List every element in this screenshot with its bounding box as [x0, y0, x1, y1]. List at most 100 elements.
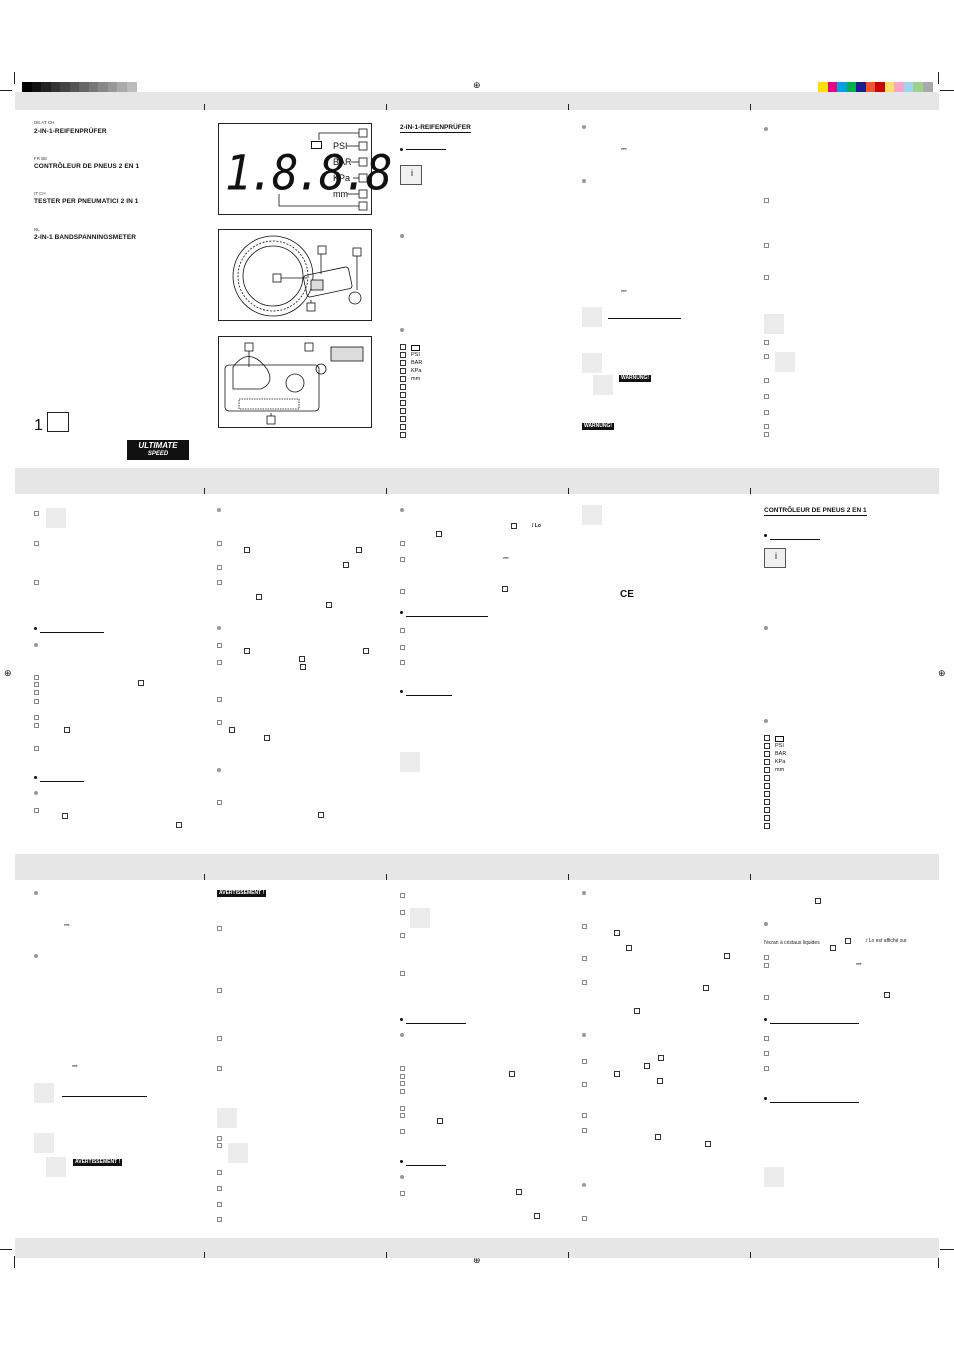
crop-mark — [0, 1249, 12, 1250]
list-marker — [764, 243, 769, 248]
reference-number-box — [511, 523, 517, 529]
list-marker — [400, 1066, 405, 1071]
list-marker — [400, 933, 405, 938]
list-marker — [582, 1216, 587, 1221]
list-marker — [217, 697, 222, 702]
figure-number: 1 — [34, 417, 43, 434]
reference-number-box — [502, 586, 508, 592]
section-bullet — [764, 1097, 767, 1100]
list-marker — [217, 1036, 222, 1041]
color-swatch — [827, 82, 838, 92]
list-marker — [400, 645, 405, 650]
legend-ref-box — [764, 807, 770, 813]
dc-symbol: ⎓ — [621, 288, 627, 295]
section-underline — [40, 632, 104, 633]
list-marker — [217, 1170, 222, 1175]
list-marker — [34, 580, 39, 585]
fold-tick — [750, 1252, 751, 1258]
crop-mark — [940, 90, 954, 91]
legend-ref-box — [764, 799, 770, 805]
fold-tick — [386, 1252, 387, 1258]
lcd-unit-kpa: KPa — [333, 173, 351, 183]
gray-swatch — [60, 82, 70, 92]
section-bullet — [400, 148, 403, 151]
section-bullet — [400, 1018, 403, 1021]
no-children-icon — [593, 375, 613, 395]
legend-ref-box — [400, 344, 406, 350]
info-glyph: i — [411, 168, 413, 178]
language-flags-de: DE AT CH — [34, 120, 55, 125]
list-marker — [217, 1136, 222, 1141]
list-marker — [217, 1143, 222, 1148]
device-illustration-figure — [218, 229, 372, 321]
list-marker — [217, 988, 222, 993]
battery-hazard-icon — [410, 908, 430, 928]
list-marker — [582, 1082, 587, 1087]
color-swatch — [856, 82, 866, 92]
section-underline — [40, 781, 84, 782]
section-underline — [770, 539, 820, 540]
battery-icon — [775, 736, 784, 742]
warning-badge-de: WARNUNG! — [619, 375, 652, 382]
list-marker — [400, 660, 405, 665]
legend-ref-box — [400, 352, 406, 358]
list-marker — [217, 720, 222, 725]
figure-number-box — [47, 412, 69, 432]
list-bullet — [400, 508, 404, 512]
language-flags-nl: NL — [34, 227, 40, 232]
legend-ref-box — [400, 368, 406, 374]
section-underline — [406, 1023, 466, 1024]
list-marker — [400, 1081, 405, 1086]
reference-number-box — [176, 822, 182, 828]
section-bullet — [400, 690, 403, 693]
list-marker — [34, 690, 39, 695]
fold-tick — [568, 488, 569, 494]
list-marker — [764, 378, 769, 383]
list-marker — [764, 410, 769, 415]
section-underline — [62, 1096, 147, 1097]
list-marker — [764, 1066, 769, 1071]
reference-number-box — [845, 938, 851, 944]
fold-band — [15, 468, 939, 494]
section-underline — [770, 1023, 859, 1024]
fold-tick — [750, 488, 751, 494]
list-marker — [582, 1128, 587, 1133]
lcd-screen-text-fr: l'écran à cristaux liquides — [764, 940, 820, 946]
reference-number-box — [644, 1063, 650, 1069]
section-bullet — [764, 534, 767, 537]
list-marker — [34, 699, 39, 704]
battery-icon — [411, 345, 420, 351]
info-manual-icon: i — [400, 165, 422, 185]
dc-symbol: ⎓ — [72, 1063, 78, 1070]
gray-swatch — [41, 82, 51, 92]
legend-ref-box — [764, 751, 770, 757]
color-swatch — [884, 82, 895, 92]
list-marker — [217, 565, 222, 570]
legend-kpa: KPa — [411, 368, 422, 374]
reference-number-box — [326, 602, 332, 608]
section-underline — [406, 1165, 446, 1166]
battery-hazard-icon — [46, 508, 66, 528]
list-marker — [764, 955, 769, 960]
list-marker — [217, 660, 222, 665]
section-underline — [406, 149, 446, 150]
reference-number-box — [229, 727, 235, 733]
reference-number-box — [62, 813, 68, 819]
list-bullet — [582, 891, 586, 895]
legend-ref-box — [400, 360, 406, 366]
footer-band — [15, 1238, 939, 1258]
gray-swatch — [22, 82, 32, 92]
color-swatch — [865, 82, 876, 92]
list-marker — [764, 198, 769, 203]
fold-tick — [204, 1252, 205, 1258]
list-marker — [217, 580, 222, 585]
crop-mark — [938, 72, 939, 84]
list-marker — [400, 971, 405, 976]
fold-tick — [568, 1252, 569, 1258]
list-marker — [400, 557, 405, 562]
reference-number-box — [655, 1134, 661, 1140]
list-marker — [400, 541, 405, 546]
section-underline — [406, 695, 452, 696]
section-underline — [608, 318, 681, 319]
section-bullet — [764, 1018, 767, 1021]
